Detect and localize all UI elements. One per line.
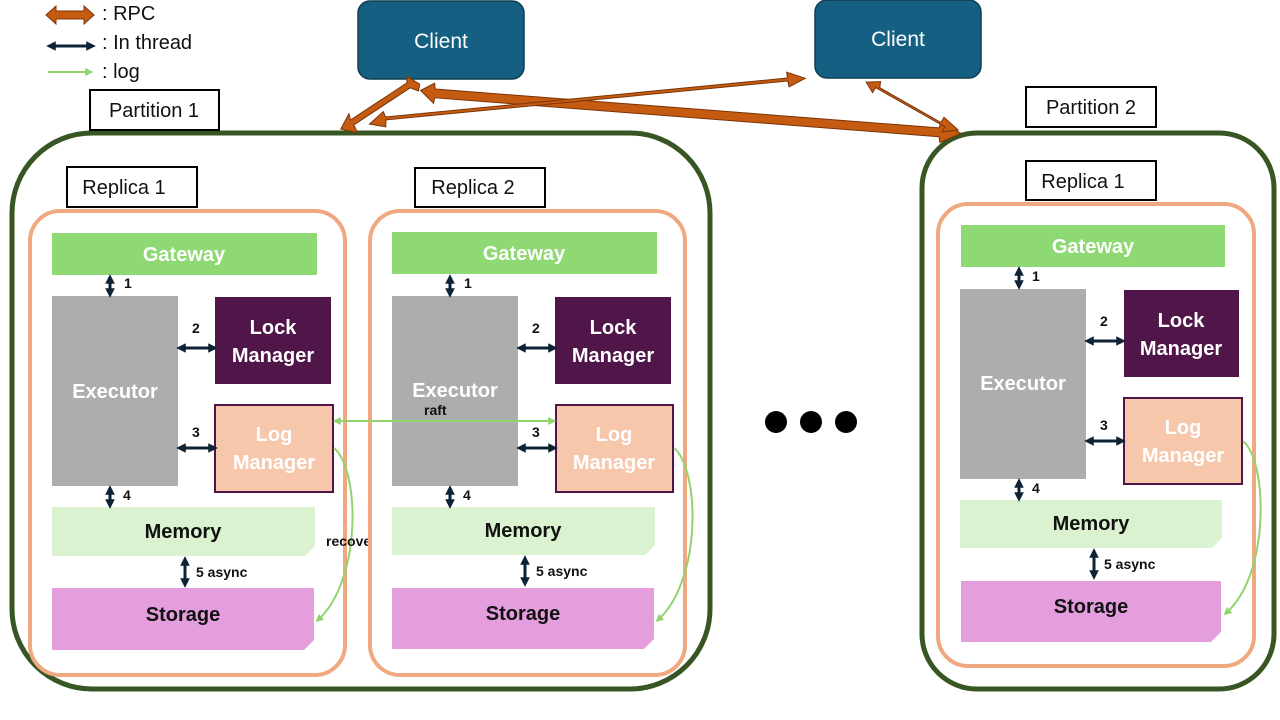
- rpc-arrow-client2-partition2-icon: [865, 81, 960, 133]
- partition-2-label: Partition 2: [1046, 97, 1136, 119]
- p2-r1-memory: [960, 500, 1222, 548]
- p2-r1-step-5: 5 async: [1104, 556, 1156, 572]
- rpc-arrow-client1-partition2-icon: [419, 82, 963, 144]
- p2-r1-step-4: 4: [1032, 480, 1040, 496]
- p1-r1-step-5: 5 async: [196, 564, 248, 580]
- p1-r1-executor-label: Executor: [72, 381, 158, 403]
- p2-r1-log-manager: [1123, 397, 1243, 485]
- p2-replica-1: Replica 1 Gateway Executor Lock Manager …: [936, 160, 1262, 668]
- p2-r1-gateway-label: Gateway: [1052, 236, 1135, 258]
- p2-r1-storage-label: Storage: [1054, 596, 1128, 618]
- p2-r1-log-manager-line2: Manager: [1142, 445, 1224, 467]
- p1-r1-memory-label: Memory: [145, 521, 223, 543]
- p1-r1-storage: [52, 588, 314, 650]
- p1-r2-step-1: 1: [464, 275, 472, 291]
- p1-r2-gateway: [392, 232, 657, 274]
- ellipsis-icon: [765, 411, 857, 433]
- p2-r1-executor: [960, 289, 1086, 479]
- legend: : RPC : In thread : log: [45, 3, 192, 83]
- client-1: Client: [357, 0, 525, 80]
- rpc-arrow-client2-partition1-icon: [368, 71, 807, 128]
- p1-r2-log-manager-line1: Log: [596, 424, 633, 446]
- partition-2-label-box: Partition 2: [1025, 86, 1157, 128]
- p1-r2-step-2: 2: [532, 320, 540, 336]
- p2-r1-lock-manager-line2: Manager: [1140, 338, 1222, 360]
- p1-replica-2: Replica 2 Gateway Executor Lock Manager …: [368, 167, 694, 677]
- rpc-arrow-client1-partition1-icon: [340, 75, 421, 134]
- p1-replica-1: Replica 1 Gateway Executor Lock Manager …: [28, 166, 385, 677]
- p1-r2-log-manager-line2: Manager: [573, 452, 655, 474]
- p1-r2-gateway-label: Gateway: [483, 243, 566, 265]
- p2-r1-log-to-storage-arrow-icon: [1223, 440, 1262, 616]
- p1-r2-lock-manager-line1: Lock: [590, 317, 638, 339]
- p1-r2-lock-manager-line2: Manager: [572, 345, 654, 367]
- p1-r1-gateway: [52, 233, 317, 275]
- p1-r2-lock-manager: [555, 297, 671, 384]
- p1-r1-step-3: 3: [192, 424, 200, 440]
- p1-r1-step-1: 1: [124, 275, 132, 291]
- client-2-label: Client: [871, 28, 925, 51]
- p2-r1-gateway: [961, 225, 1225, 267]
- legend-log-label: : log: [102, 61, 140, 83]
- p2-r1-executor-label: Executor: [980, 373, 1066, 395]
- p2-replica-1-label: Replica 1: [1041, 171, 1124, 193]
- p2-r1-step-3: 3: [1100, 417, 1108, 433]
- p1-r2-storage: [392, 588, 654, 649]
- p1-r1-log-manager: [214, 404, 334, 493]
- p1-r1-executor: [52, 296, 178, 486]
- p2-r1-log-manager-line1: Log: [1165, 417, 1202, 439]
- raft-label: raft: [424, 402, 447, 418]
- p1-r1-lock-manager-line2: Manager: [232, 345, 314, 367]
- p2-r1-lock-manager-line1: Lock: [1158, 310, 1206, 332]
- p1-r1-log-manager-line2: Manager: [233, 452, 315, 474]
- p1-r1-memory: [52, 507, 315, 556]
- p1-r1-step-2: 2: [192, 320, 200, 336]
- p1-r2-log-manager: [555, 404, 674, 493]
- p1-replica-1-label: Replica 1: [82, 177, 165, 199]
- p2-r1-memory-label: Memory: [1053, 513, 1131, 535]
- p1-r1-storage-label: Storage: [146, 604, 220, 626]
- p1-r1-log-manager-line1: Log: [256, 424, 293, 446]
- p1-r1-lock-manager: [215, 297, 331, 384]
- p1-r2-step-3: 3: [532, 424, 540, 440]
- p1-r1-step-4: 4: [123, 487, 131, 503]
- p1-r2-memory: [392, 507, 655, 555]
- rpc-arrows: [340, 71, 963, 144]
- p1-r2-memory-label: Memory: [485, 520, 563, 542]
- p1-r1-lock-manager-line1: Lock: [250, 317, 298, 339]
- p1-r2-executor-label: Executor: [412, 380, 498, 402]
- p1-r2-storage-label: Storage: [486, 603, 560, 625]
- p2-r1-step-2: 2: [1100, 313, 1108, 329]
- p1-r1-gateway-label: Gateway: [143, 244, 226, 266]
- p2-r1-lock-manager: [1124, 290, 1239, 377]
- p1-r1-log-to-storage-arrow-icon: [315, 447, 354, 623]
- p2-r1-storage: [961, 581, 1221, 642]
- client-1-label: Client: [414, 30, 468, 53]
- legend-rpc-arrow-icon: [45, 4, 95, 26]
- p1-r2-step-4: 4: [463, 487, 471, 503]
- legend-in-thread-label: : In thread: [102, 32, 192, 54]
- legend-rpc-label: : RPC: [102, 3, 155, 25]
- p1-r2-log-to-storage-arrow-icon: [655, 447, 694, 623]
- partition-1-label: Partition 1: [109, 100, 199, 122]
- client-2: Client: [814, 0, 982, 79]
- p1-replica-2-label: Replica 2: [431, 177, 514, 199]
- partition-1-label-box: Partition 1: [89, 89, 220, 131]
- p2-r1-step-1: 1: [1032, 268, 1040, 284]
- p1-r2-step-5: 5 async: [536, 563, 588, 579]
- p1-r2-executor: [392, 296, 518, 486]
